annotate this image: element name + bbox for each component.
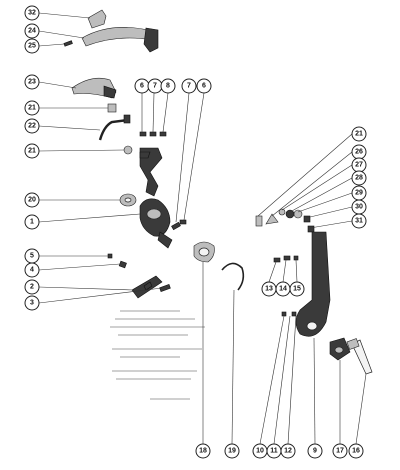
part-strap-24 <box>81 27 153 47</box>
svg-text:5: 5 <box>30 253 34 260</box>
callout-21-b: 21 <box>24 143 40 159</box>
callout-8: 8 <box>160 78 176 94</box>
callout-6-b: 6 <box>196 78 212 94</box>
part-clip-24 <box>143 27 159 53</box>
svg-text:22: 22 <box>28 123 36 130</box>
callout-17: 17 <box>332 443 348 459</box>
callout-31: 31 <box>351 213 367 229</box>
svg-text:18: 18 <box>199 448 207 455</box>
callout-14: 14 <box>275 281 291 297</box>
callout-26: 26 <box>351 144 367 160</box>
part-screw-21a <box>107 103 117 113</box>
callout-21-a: 21 <box>24 100 40 116</box>
svg-text:16: 16 <box>352 448 360 455</box>
callout-4: 4 <box>24 262 40 278</box>
callout-15: 15 <box>289 281 305 297</box>
svg-text:30: 30 <box>355 204 363 211</box>
callout-25: 25 <box>24 38 40 54</box>
callout-21-c: 21 <box>351 126 367 142</box>
svg-text:25: 25 <box>28 43 36 50</box>
leader-lines <box>38 12 367 445</box>
part-arm <box>139 147 163 197</box>
svg-text:32: 32 <box>28 10 36 17</box>
callout-27: 27 <box>351 157 367 173</box>
svg-text:19: 19 <box>228 448 236 455</box>
callout-29: 29 <box>351 185 367 201</box>
callout-7-a: 7 <box>147 78 163 94</box>
callout-23: 23 <box>24 74 40 90</box>
svg-text:6: 6 <box>202 83 206 90</box>
callout-7-b: 7 <box>181 78 197 94</box>
callout-2: 2 <box>24 279 40 295</box>
callout-13: 13 <box>261 281 277 297</box>
svg-text:4: 4 <box>30 267 34 274</box>
callout-20: 20 <box>24 192 40 208</box>
svg-text:12: 12 <box>284 448 292 455</box>
svg-text:7: 7 <box>153 83 157 90</box>
svg-text:13: 13 <box>265 286 273 293</box>
part-rod-22 <box>98 118 129 141</box>
callout-6-a: 6 <box>134 78 150 94</box>
callout-32: 32 <box>24 5 40 21</box>
svg-text:27: 27 <box>355 162 363 169</box>
callout-24: 24 <box>24 23 40 39</box>
background-noise <box>110 310 205 400</box>
callout-1: 1 <box>24 214 40 230</box>
callout-12: 12 <box>280 443 296 459</box>
svg-text:14: 14 <box>279 286 287 293</box>
svg-text:31: 31 <box>355 218 363 225</box>
callout-11: 11 <box>266 443 282 459</box>
callout-10: 10 <box>252 443 268 459</box>
svg-text:8: 8 <box>166 83 170 90</box>
callout-19: 19 <box>224 443 240 459</box>
callouts: 32 24 25 23 21 22 21 20 1 6 7 8 7 6 5 4 … <box>24 5 367 459</box>
callout-22: 22 <box>24 118 40 134</box>
callout-16: 16 <box>348 443 364 459</box>
part-nut-21b <box>123 145 133 155</box>
callout-30: 30 <box>351 199 367 215</box>
svg-text:21: 21 <box>355 131 363 138</box>
parts <box>63 9 373 375</box>
part-screw-25 <box>63 40 73 47</box>
part-clip-19 <box>221 262 245 291</box>
svg-text:11: 11 <box>270 448 278 455</box>
callout-9: 9 <box>307 443 323 459</box>
svg-text:26: 26 <box>355 149 363 156</box>
part-arm-9 <box>295 231 331 337</box>
svg-text:7: 7 <box>187 83 191 90</box>
callout-3: 3 <box>24 295 40 311</box>
callout-18: 18 <box>195 443 211 459</box>
svg-text:15: 15 <box>293 286 301 293</box>
svg-text:9: 9 <box>313 448 317 455</box>
svg-text:21: 21 <box>28 105 36 112</box>
svg-text:10: 10 <box>256 448 264 455</box>
part-bracket-32 <box>87 9 107 29</box>
svg-text:3: 3 <box>30 300 34 307</box>
svg-text:1: 1 <box>30 219 34 226</box>
svg-text:21: 21 <box>28 148 36 155</box>
callout-5: 5 <box>24 248 40 264</box>
svg-text:2: 2 <box>30 284 34 291</box>
svg-text:6: 6 <box>140 83 144 90</box>
svg-text:20: 20 <box>28 197 36 204</box>
callout-28: 28 <box>351 170 367 186</box>
svg-text:24: 24 <box>28 28 36 35</box>
svg-text:17: 17 <box>336 448 344 455</box>
svg-text:29: 29 <box>355 190 363 197</box>
svg-text:23: 23 <box>28 79 36 86</box>
svg-text:28: 28 <box>355 175 363 182</box>
